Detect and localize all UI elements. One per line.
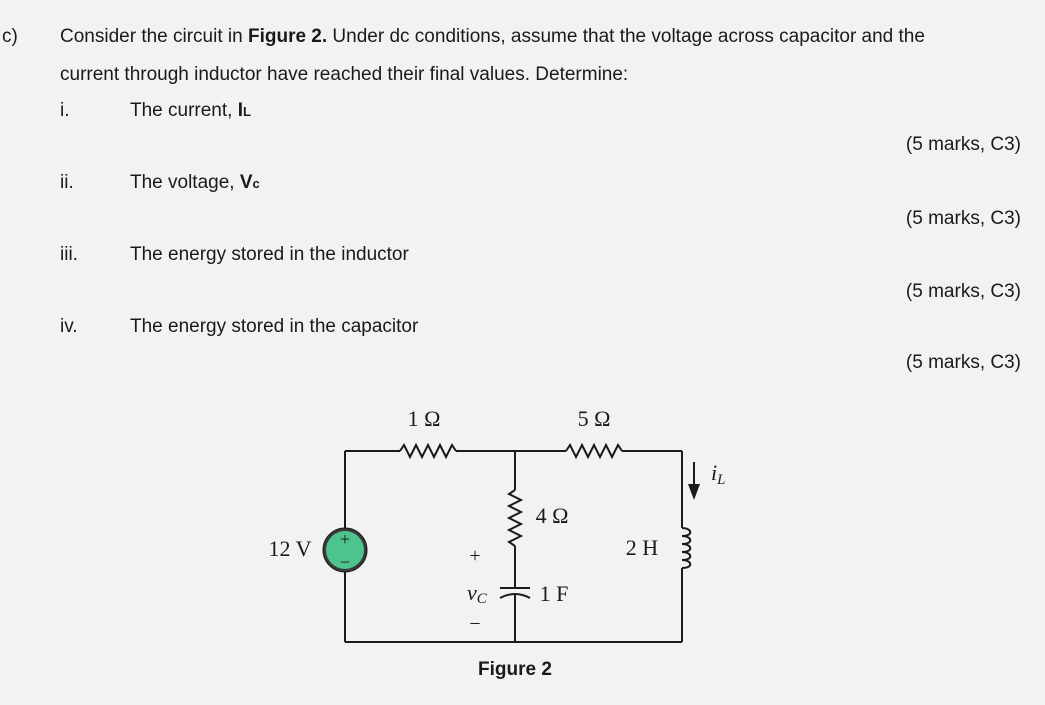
current-arrow-head <box>688 484 700 500</box>
item-iv-marks: (5 marks, C3) <box>905 352 1021 373</box>
intro-text-a: Consider the circuit in <box>60 26 248 47</box>
figure-caption: Figure 2 <box>478 659 552 680</box>
label-il-sub: L <box>716 472 725 488</box>
item-ii-text: The voltage, Vc <box>130 172 260 195</box>
intro-text-b: Under dc conditions, assume that the vol… <box>327 26 925 47</box>
label-r2: 5 Ω <box>578 406 611 431</box>
question-label: c) <box>2 26 18 47</box>
item-i-symbol: I <box>237 100 243 121</box>
item-ii-marks: (5 marks, C3) <box>905 208 1021 229</box>
label-vc: vC <box>467 580 488 607</box>
item-iii-text: The energy stored in the inductor <box>130 244 409 265</box>
item-i-subscript: L <box>243 104 251 119</box>
label-source: 12 V <box>269 536 312 561</box>
item-iv-number: iv. <box>60 316 78 337</box>
resistor-4ohm <box>506 489 524 547</box>
resistor-5ohm <box>565 442 623 460</box>
label-vc-minus: − <box>469 613 480 635</box>
label-vc-v: v <box>467 580 477 605</box>
label-vc-sub: C <box>477 591 488 607</box>
label-r3: 4 Ω <box>536 503 569 528</box>
item-iv-text: The energy stored in the capacitor <box>130 316 419 337</box>
item-ii-subscript: c <box>252 176 260 191</box>
source-plus: + <box>340 529 350 549</box>
item-i-text: The current, IL <box>130 100 251 123</box>
item-iii-number: iii. <box>60 244 78 265</box>
question-intro-line1: Consider the circuit in Figure 2. Under … <box>60 26 925 48</box>
item-ii-number: ii. <box>60 172 74 193</box>
item-iii-marks: (5 marks, C3) <box>905 281 1021 302</box>
item-i-number: i. <box>60 100 70 121</box>
label-r1: 1 Ω <box>408 406 441 431</box>
item-ii-symbol: V <box>239 172 253 193</box>
source-minus: − <box>340 552 350 572</box>
label-il-i: i <box>711 460 717 485</box>
figure-reference: Figure 2. <box>247 26 328 47</box>
resistor-1ohm <box>399 442 457 460</box>
question-intro-line2: current through inductor have reached th… <box>60 64 629 85</box>
voltage-source-face <box>326 531 364 569</box>
label-inductor: 2 H <box>626 535 659 560</box>
item-ii-label: The voltage, <box>130 172 240 193</box>
item-i-label: The current, <box>130 100 238 121</box>
label-vc-plus: + <box>469 545 480 567</box>
item-i-marks: (5 marks, C3) <box>905 134 1021 155</box>
inductor-2H <box>681 527 692 569</box>
label-capacitor: 1 F <box>540 581 569 606</box>
label-il: iL <box>711 460 725 488</box>
